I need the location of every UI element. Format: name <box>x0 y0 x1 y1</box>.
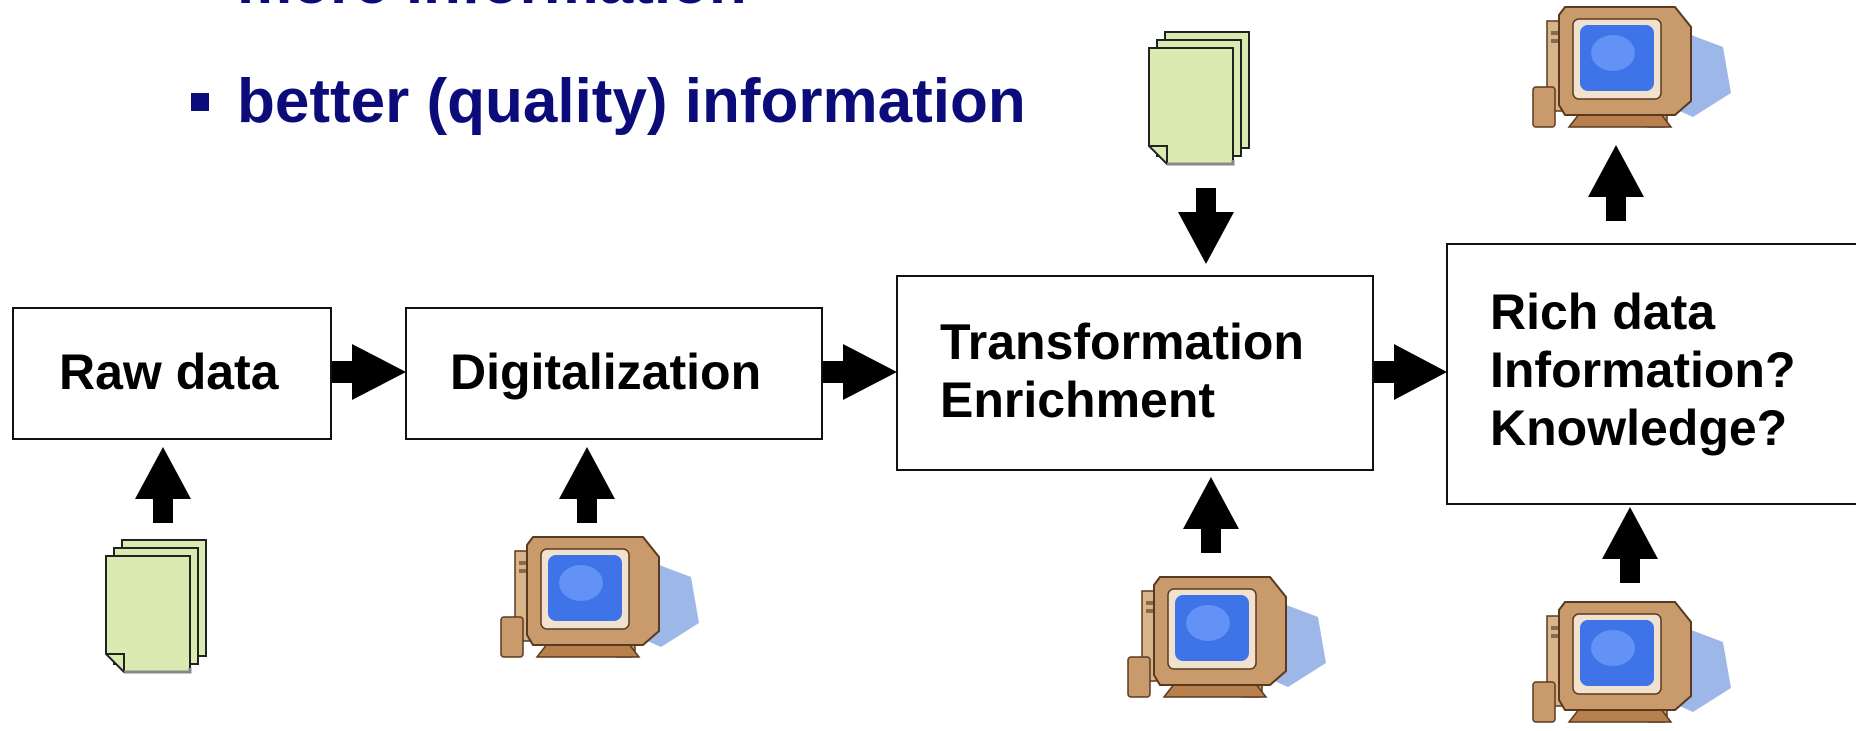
digitalization-box: Digitalization <box>405 307 823 440</box>
arrow-down-icon <box>1178 188 1234 264</box>
bullet-marker <box>191 93 209 111</box>
document-stack-icon <box>105 539 207 674</box>
computer-icon <box>500 536 699 658</box>
enrichment-line: Enrichment <box>940 372 1216 428</box>
arrow-right-icon <box>823 344 897 400</box>
information-line: Information? <box>1490 342 1796 398</box>
computer-icon <box>1127 576 1326 698</box>
computer-icon <box>1532 6 1731 128</box>
rich-data-label: Rich data Information? Knowledge? <box>1490 283 1796 457</box>
bullet-text: better (quality) information <box>237 67 1026 136</box>
arrow-up-icon <box>559 447 615 523</box>
knowledge-line: Knowledge? <box>1490 400 1788 456</box>
digitalization-label: Digitalization <box>450 344 762 400</box>
transformation-line: Transformation <box>940 314 1304 370</box>
arrow-up-icon <box>1588 145 1644 221</box>
raw-data-box: Raw data <box>12 307 332 440</box>
computer-icon <box>1532 601 1731 723</box>
transformation-box: Transformation Enrichment <box>896 275 1374 471</box>
raw-data-label: Raw data <box>59 344 279 400</box>
arrow-up-icon <box>1183 477 1239 553</box>
bullet-text: more information <box>237 0 747 18</box>
rich-data-line: Rich data <box>1490 284 1716 340</box>
arrow-right-icon <box>1374 344 1447 400</box>
document-stack-icon <box>1148 31 1250 166</box>
arrow-right-icon <box>332 344 406 400</box>
rich-data-box: Rich data Information? Knowledge? <box>1446 243 1856 505</box>
arrow-up-icon <box>1602 507 1658 583</box>
transformation-label: Transformation Enrichment <box>940 313 1304 429</box>
arrow-up-icon <box>135 447 191 523</box>
